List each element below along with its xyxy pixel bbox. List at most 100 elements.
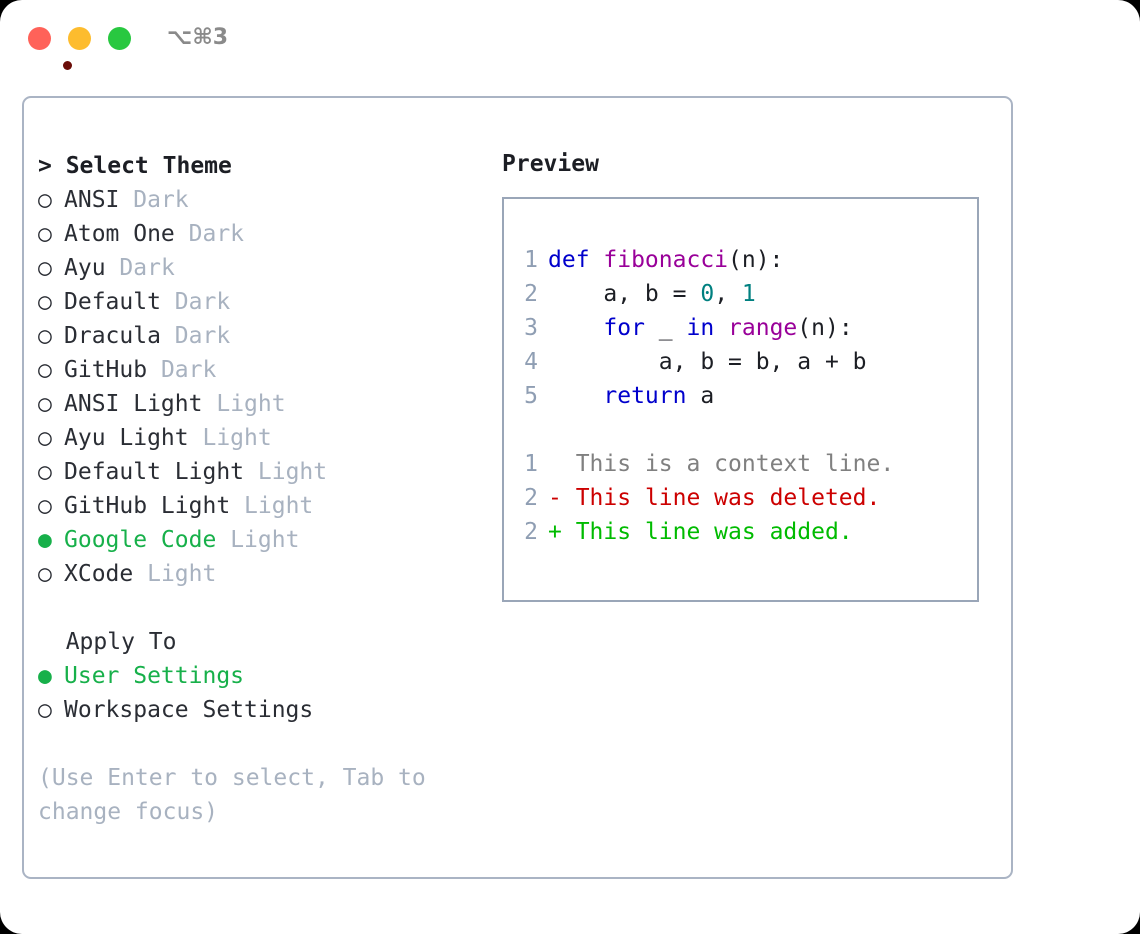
diff-sign: - bbox=[548, 485, 576, 511]
spacer bbox=[161, 323, 175, 349]
code-token: 1 bbox=[741, 281, 756, 307]
maximize-button[interactable] bbox=[108, 27, 131, 50]
radio-selected-icon: ● bbox=[38, 527, 52, 553]
keyboard-shortcut-label: ⌥⌘3 bbox=[167, 25, 229, 50]
code-line: 4 a, b = b, a + b bbox=[516, 345, 971, 379]
apply-to-option-list: ● User Settings ○ Workspace Settings bbox=[38, 659, 478, 727]
theme-option-ayu-light[interactable]: ○ Ayu Light Light bbox=[38, 421, 478, 455]
theme-option-label: Google Code bbox=[64, 527, 217, 553]
spacer bbox=[119, 187, 133, 213]
diff-text: This line was deleted. bbox=[575, 485, 881, 511]
code-line: 2 a, b = 0, 1 bbox=[516, 277, 971, 311]
spacer bbox=[161, 289, 175, 315]
line-number: 2 bbox=[524, 281, 538, 307]
line-number: 3 bbox=[524, 315, 538, 341]
theme-selection-column: > Select Theme ○ANSI Dark○Atom One Dark○… bbox=[38, 149, 478, 829]
theme-option-label: GitHub Light bbox=[64, 493, 231, 519]
radio-unselected-icon: ○ bbox=[38, 561, 52, 587]
code-diff-separator bbox=[516, 413, 971, 447]
theme-kind-badge: Light bbox=[147, 561, 217, 587]
theme-option-github-light[interactable]: ○GitHub Light Light bbox=[38, 489, 478, 523]
theme-option-github[interactable]: ○ GitHub Dark bbox=[38, 353, 478, 387]
code-token: (n): bbox=[728, 247, 784, 273]
radio-unselected-icon: ○ bbox=[38, 357, 52, 383]
code-token: in bbox=[686, 315, 729, 341]
apply-to-header: Apply To bbox=[38, 629, 177, 655]
theme-option-label: Default bbox=[64, 289, 161, 315]
theme-option-label: ANSI Light bbox=[64, 391, 203, 417]
theme-option-label: GitHub bbox=[64, 357, 148, 383]
radio-unselected-icon: ○ bbox=[38, 425, 52, 451]
code-line: 1 def fibonacci(n): bbox=[516, 243, 971, 277]
minimize-button[interactable] bbox=[68, 27, 91, 50]
code-line: 5 return a bbox=[516, 379, 971, 413]
code-line: 3 for _ in range(n): bbox=[516, 311, 971, 345]
theme-option-dracula[interactable]: ○Dracula Dark bbox=[38, 319, 478, 353]
theme-option-atom-one[interactable]: ○Atom One Dark bbox=[38, 217, 478, 251]
line-number: 4 bbox=[524, 349, 538, 375]
theme-kind-badge: Light bbox=[257, 459, 328, 485]
diff-line: 1 This is a context line. bbox=[516, 447, 971, 481]
spacer bbox=[216, 527, 230, 553]
radio-unselected-icon: ○ bbox=[38, 459, 52, 485]
code-token: _ bbox=[658, 315, 687, 341]
spacer bbox=[147, 357, 161, 383]
radio-unselected-icon: ○ bbox=[38, 221, 52, 247]
radio-unselected-icon: ○ bbox=[38, 255, 52, 281]
theme-option-google-code[interactable]: ●Google Code Light bbox=[38, 523, 478, 557]
diff-sign bbox=[548, 451, 576, 477]
code-token: a, b = bbox=[548, 281, 701, 307]
theme-kind-badge: Dark bbox=[160, 357, 217, 383]
code-token: a bbox=[700, 383, 715, 409]
spacer bbox=[230, 493, 244, 519]
radio-unselected-icon: ○ bbox=[38, 697, 52, 723]
line-number: 2 bbox=[524, 519, 538, 545]
theme-option-list: ○ANSI Dark○Atom One Dark○Ayu Dark○Defaul… bbox=[38, 183, 478, 591]
spacer bbox=[133, 561, 147, 587]
spacer bbox=[202, 391, 216, 417]
theme-option-default[interactable]: ○Default Dark bbox=[38, 285, 478, 319]
theme-option-ansi-light[interactable]: ○ ANSI Light Light bbox=[38, 387, 478, 421]
diff-line: 2+ This line was added. bbox=[516, 515, 971, 549]
apply-to-option-label: Workspace Settings bbox=[64, 697, 314, 723]
recording-indicator-icon bbox=[63, 61, 72, 70]
code-token: fibonacci bbox=[603, 247, 729, 273]
select-theme-header: > Select Theme bbox=[38, 153, 232, 179]
code-token: (n): bbox=[797, 315, 853, 341]
theme-option-label: Default Light bbox=[64, 459, 245, 485]
theme-kind-badge: Dark bbox=[133, 187, 189, 213]
spacer bbox=[175, 221, 189, 247]
code-token: range bbox=[728, 315, 798, 341]
code-token: def bbox=[548, 247, 604, 273]
theme-option-ansi[interactable]: ○ANSI Dark bbox=[38, 183, 478, 217]
radio-unselected-icon: ○ bbox=[38, 391, 52, 417]
apply-to-option-user-settings[interactable]: ● User Settings bbox=[38, 659, 478, 693]
code-token: a, b = b, a + b bbox=[548, 349, 867, 375]
theme-kind-badge: Dark bbox=[174, 323, 231, 349]
radio-unselected-icon: ○ bbox=[38, 323, 52, 349]
line-number: 1 bbox=[524, 247, 538, 273]
theme-option-label: ANSI bbox=[64, 187, 120, 213]
code-token: return bbox=[548, 383, 701, 409]
code-token: , bbox=[714, 281, 742, 307]
close-button[interactable] bbox=[28, 27, 72, 70]
apply-to-option-workspace-settings[interactable]: ○ Workspace Settings bbox=[38, 693, 478, 727]
diff-text: This line was added. bbox=[575, 519, 853, 545]
theme-kind-badge: Dark bbox=[188, 221, 245, 247]
theme-option-xcode[interactable]: ○XCode Light bbox=[38, 557, 478, 591]
diff-line: 2- This line was deleted. bbox=[516, 481, 971, 515]
theme-option-label: Ayu bbox=[64, 255, 106, 281]
theme-option-default-light[interactable]: ○ Default Light Light bbox=[38, 455, 478, 489]
theme-kind-badge: Light bbox=[216, 391, 286, 417]
theme-option-label: Ayu Light bbox=[64, 425, 189, 451]
apply-to-option-label: User Settings bbox=[64, 663, 245, 689]
theme-option-ayu[interactable]: ○Ayu Dark bbox=[38, 251, 478, 285]
main-panel: > Select Theme ○ANSI Dark○Atom One Dark○… bbox=[22, 96, 1013, 879]
radio-selected-icon: ● bbox=[38, 663, 52, 689]
theme-kind-badge: Light bbox=[202, 425, 272, 451]
spacer bbox=[189, 425, 203, 451]
